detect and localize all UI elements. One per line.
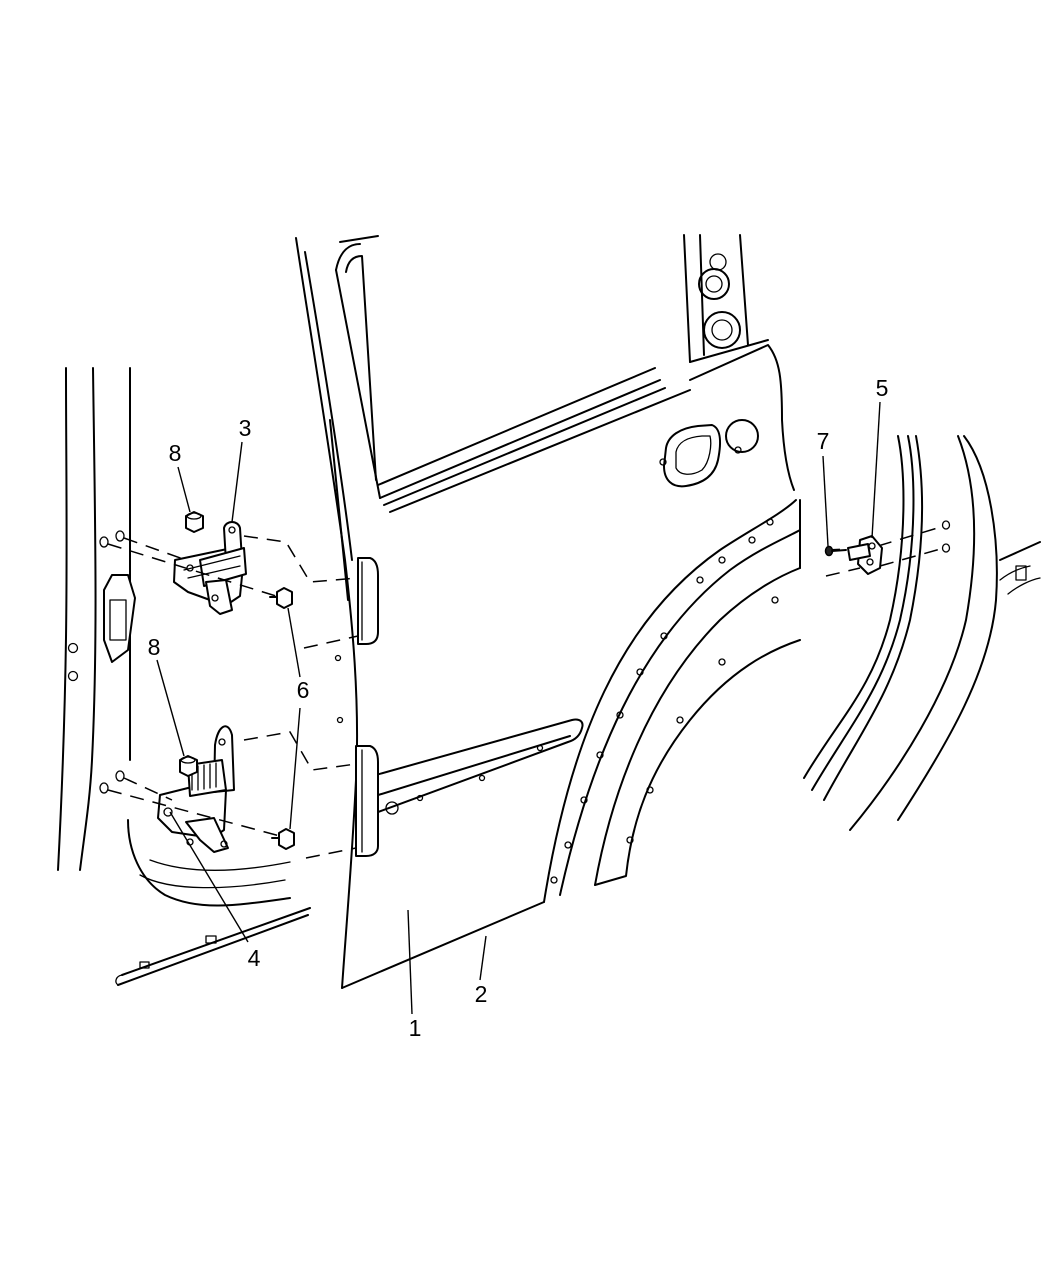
assembly-lines xyxy=(99,520,951,859)
callout-6: 6 xyxy=(297,677,310,703)
hinge-bolt-upper xyxy=(269,587,293,609)
callout-1: 1 xyxy=(409,1015,422,1041)
striker-screw xyxy=(824,545,847,557)
door-striker xyxy=(847,535,883,575)
hinge-nut-lower xyxy=(179,755,198,777)
lower-door-hinge xyxy=(157,725,235,853)
callout-labels: 1 2 3 4 5 6 7 8 8 xyxy=(148,375,889,1041)
callout-7: 7 xyxy=(817,428,830,454)
callout-3: 3 xyxy=(239,415,252,441)
hinge-nut-upper xyxy=(185,511,204,533)
callout-5: 5 xyxy=(876,375,889,401)
body-pillar-right xyxy=(803,435,1041,831)
callout-2: 2 xyxy=(475,981,488,1007)
callout-8-lower: 8 xyxy=(148,634,161,660)
callout-8-upper: 8 xyxy=(169,440,182,466)
leader-lines xyxy=(156,401,881,1015)
rear-door-shell xyxy=(295,234,801,989)
hinge-bolt-lower xyxy=(271,828,295,850)
callout-4: 4 xyxy=(248,945,261,971)
body-pillar-left xyxy=(57,367,311,986)
